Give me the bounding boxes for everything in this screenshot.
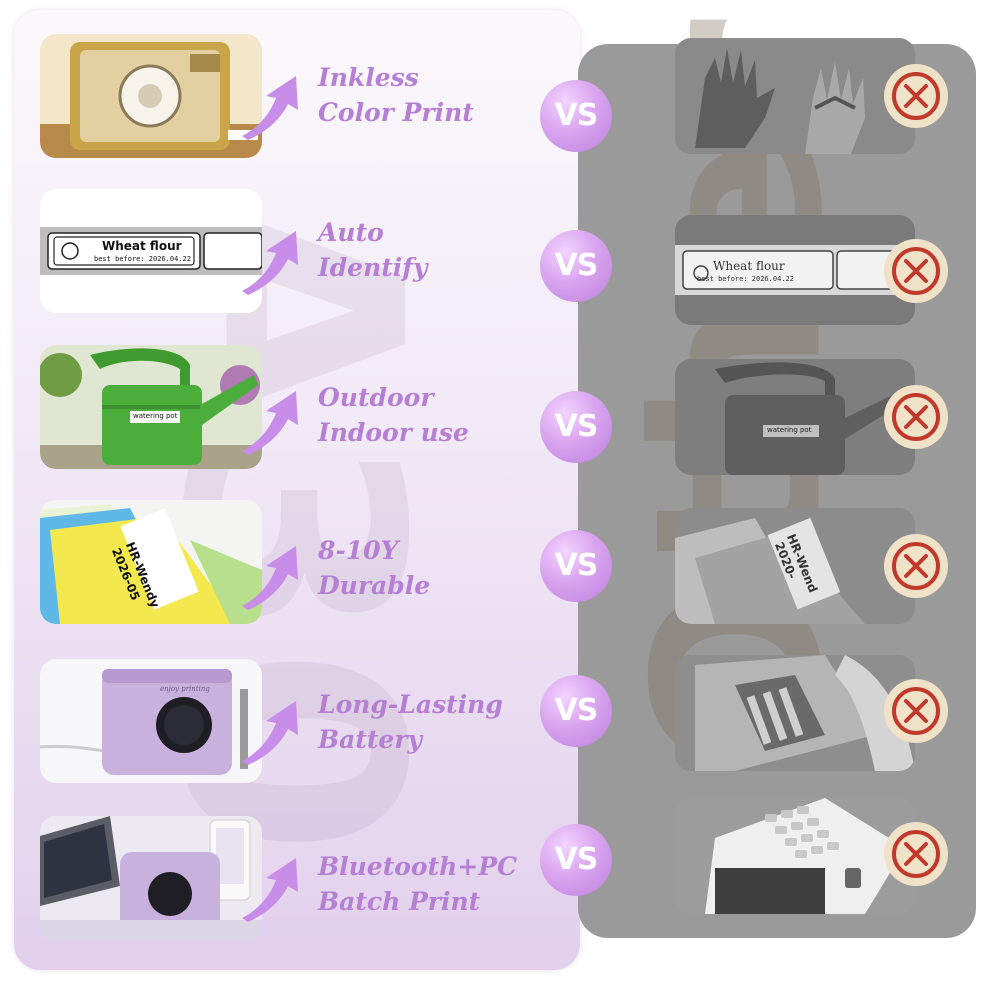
arrow-icon bbox=[242, 391, 298, 455]
a30-panel bbox=[14, 10, 580, 970]
label-title: watering pot bbox=[133, 412, 178, 420]
folders-label-icon: HR-Wendy 2026-05 bbox=[40, 500, 262, 624]
vs-badge: VS bbox=[540, 824, 612, 896]
label-strip-icon: Wheat flour best before: 2026.04.22 bbox=[40, 189, 262, 313]
x-mark-icon bbox=[884, 239, 948, 303]
arrow-icon bbox=[242, 546, 298, 610]
feature-line-2: Battery bbox=[318, 725, 423, 754]
vs-badge: VS bbox=[540, 675, 612, 747]
feature-line-2: Color Print bbox=[318, 98, 474, 127]
label-title: Wheat flour bbox=[102, 239, 182, 253]
label-subtitle-faded: best before: 2026.04.22 bbox=[697, 275, 794, 283]
feature-line-1: Inkless bbox=[318, 63, 419, 92]
comparison-row-outdoor: watering pot Outdoor Indoor use VS water… bbox=[0, 345, 981, 475]
arrow-icon bbox=[242, 76, 298, 140]
comparison-row-auto-identify: Wheat flour best before: 2026.04.22 Auto… bbox=[0, 185, 981, 325]
feature-label-outdoor: Outdoor Indoor use bbox=[318, 380, 518, 450]
label-printer-gold-icon bbox=[40, 34, 262, 158]
feature-line-1: Auto bbox=[318, 218, 384, 247]
x-mark-icon bbox=[884, 64, 948, 128]
feature-line-2: Durable bbox=[318, 571, 431, 600]
folders-label-faded-icon: HR-Wend 2020- bbox=[675, 508, 915, 624]
label-subtitle: best before: 2026.04.22 bbox=[94, 255, 191, 263]
watering-pot-gray-icon: watering pot bbox=[675, 359, 915, 475]
vs-badge: VS bbox=[540, 530, 612, 602]
arrow-icon bbox=[242, 858, 298, 922]
x-mark-icon bbox=[884, 679, 948, 743]
label-strip-misaligned-icon: Wheat flour best before: 2026.04.22 bbox=[675, 215, 915, 325]
x-mark-icon bbox=[884, 385, 948, 449]
purple-printer-icon: enjoy printing bbox=[40, 659, 262, 783]
feature-line-1: 8-10Y bbox=[318, 536, 399, 565]
feature-line-2: Indoor use bbox=[318, 418, 469, 447]
label-title-faded: Wheat flour bbox=[713, 259, 785, 273]
keypad-printer-icon bbox=[675, 798, 915, 914]
feature-label-bluetooth: Bluetooth+PC Batch Print bbox=[318, 849, 538, 919]
comparison-row-battery: enjoy printing Long-Lasting Battery VS bbox=[0, 655, 981, 785]
comparison-row-durable: HR-Wendy 2026-05 8-10Y Durable VS HR-Wen… bbox=[0, 500, 981, 630]
label-title-faded: watering pot bbox=[767, 426, 812, 434]
other-panel bbox=[578, 44, 976, 938]
brand-text: enjoy printing bbox=[160, 685, 210, 693]
arrow-icon bbox=[242, 701, 298, 765]
vs-badge: VS bbox=[540, 391, 612, 463]
comparison-row-bluetooth: Bluetooth+PC Batch Print VS bbox=[0, 798, 981, 942]
comparison-row-inkless: Inkless Color Print VS bbox=[0, 30, 981, 160]
feature-line-1: Bluetooth+PC bbox=[318, 852, 517, 881]
watering-pot-icon: watering pot bbox=[40, 345, 262, 469]
feature-line-1: Outdoor bbox=[318, 383, 434, 412]
vs-badge: VS bbox=[540, 230, 612, 302]
x-mark-icon bbox=[884, 534, 948, 598]
feature-line-2: Batch Print bbox=[318, 887, 481, 916]
vs-badge: VS bbox=[540, 80, 612, 152]
feature-line-1: Long-Lasting bbox=[318, 690, 503, 719]
arrow-icon bbox=[242, 231, 298, 295]
laptop-phone-printer-icon bbox=[40, 816, 262, 940]
feature-line-2: Identify bbox=[318, 253, 428, 282]
ink-stained-hands-icon bbox=[675, 38, 915, 154]
x-mark-icon bbox=[884, 822, 948, 886]
feature-label-battery: Long-Lasting Battery bbox=[318, 687, 538, 757]
feature-label-durable: 8-10Y Durable bbox=[318, 533, 518, 603]
feature-label-auto-identify: Auto Identify bbox=[318, 215, 518, 285]
feature-label-inkless: Inkless Color Print bbox=[318, 60, 518, 130]
battery-compartment-icon bbox=[675, 655, 915, 771]
